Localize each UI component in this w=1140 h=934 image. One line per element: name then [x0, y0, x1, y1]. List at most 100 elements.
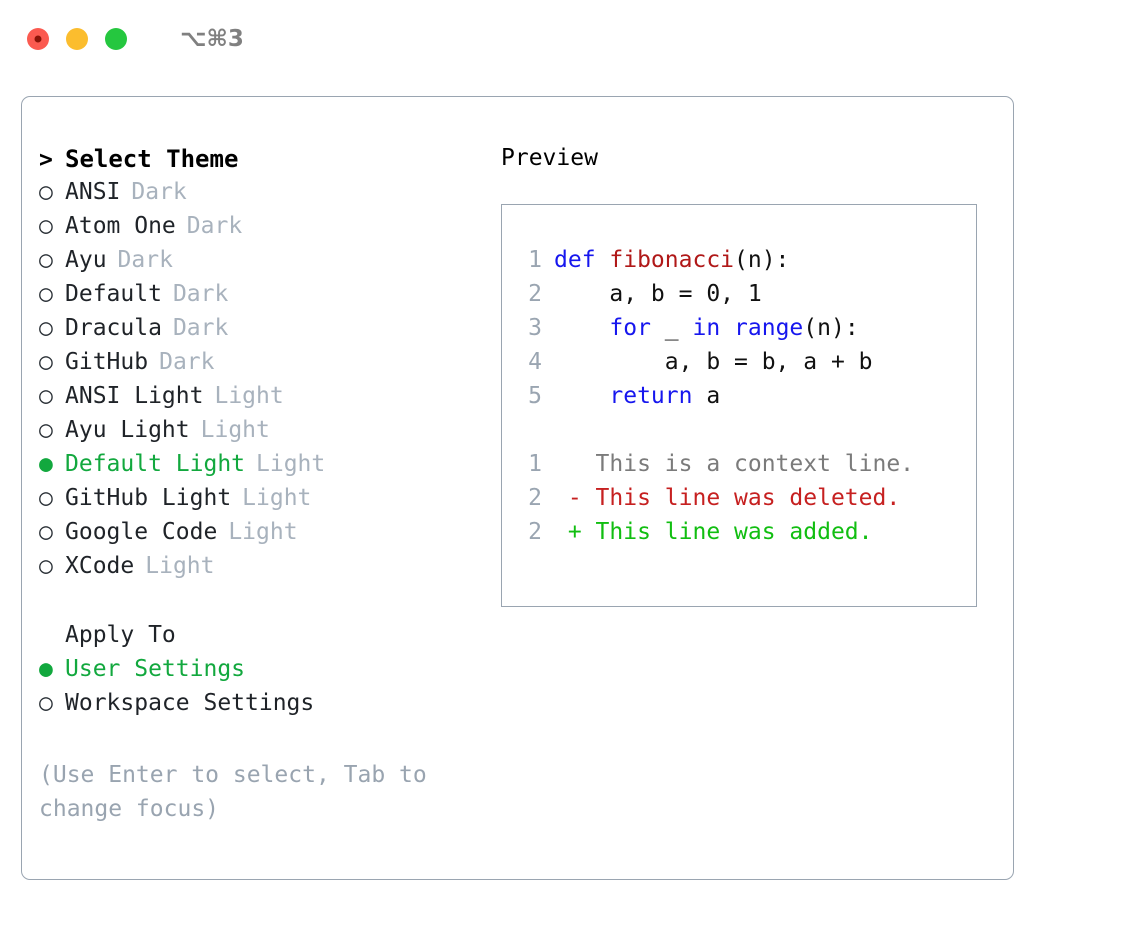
- code-token: - This line was deleted.: [554, 485, 901, 511]
- radio-unselected-icon: ○: [39, 690, 53, 716]
- diff-sample: 1 This is a context line.2 - This line w…: [502, 451, 976, 553]
- apply-to-item[interactable]: ○ Workspace Settings: [39, 690, 479, 724]
- preview-heading: Preview: [501, 145, 598, 171]
- radio-unselected-icon: ○: [39, 281, 53, 307]
- theme-name: ANSI Light: [65, 383, 204, 409]
- theme-category-tag: Dark: [131, 179, 187, 205]
- maximize-button[interactable]: [105, 28, 127, 50]
- code-token: [554, 315, 609, 341]
- apply-to-list: ● User Settings ○ Workspace Settings: [39, 656, 479, 724]
- line-number: 2: [528, 485, 542, 511]
- code-token: for: [609, 315, 651, 341]
- diff-line: 2 - This line was deleted.: [502, 485, 976, 519]
- theme-list-item[interactable]: ○ ANSI Dark: [39, 179, 479, 213]
- theme-category-tag: Light: [200, 417, 270, 443]
- code-token: def: [554, 247, 610, 273]
- apply-to-label: Apply To: [65, 622, 176, 648]
- theme-name: ANSI: [65, 179, 121, 205]
- traffic-lights: [27, 28, 127, 50]
- apply-to-item[interactable]: ● User Settings: [39, 656, 479, 690]
- theme-category-tag: Light: [214, 383, 284, 409]
- line-number: 2: [528, 281, 542, 307]
- select-theme-header: > Select Theme: [39, 145, 479, 179]
- code-token: return: [609, 383, 693, 409]
- code-token: [554, 383, 609, 409]
- code-line: 4 a, b = b, a + b: [502, 349, 976, 383]
- apply-to-name: Workspace Settings: [65, 690, 315, 716]
- list-spacer: [39, 587, 479, 622]
- theme-list-item[interactable]: ○ GitHub Light Light: [39, 485, 479, 519]
- line-number: 5: [528, 383, 542, 409]
- radio-unselected-icon: ○: [39, 417, 53, 443]
- code-token: This is a context line.: [554, 451, 915, 477]
- code-token: a, b = b, a + b: [554, 349, 873, 375]
- radio-unselected-icon: ○: [39, 383, 53, 409]
- theme-list-item[interactable]: ● Default Light Light: [39, 451, 479, 485]
- theme-name: Ayu Light: [65, 417, 190, 443]
- title-bar: ⌥⌘3: [0, 0, 1140, 78]
- code-token: in: [692, 315, 721, 341]
- code-token: _: [650, 315, 693, 341]
- line-number: 4: [528, 349, 542, 375]
- code-token: range: [734, 315, 804, 341]
- radio-unselected-icon: ○: [39, 213, 53, 239]
- code-token: a: [692, 383, 721, 409]
- radio-selected-icon: ●: [39, 451, 53, 477]
- code-token: (n):: [734, 247, 790, 273]
- line-number: 2: [528, 519, 542, 545]
- theme-name: Default: [65, 281, 162, 307]
- theme-category-tag: Light: [256, 451, 326, 477]
- keyboard-hint: (Use Enter to select, Tab to change focu…: [39, 762, 427, 822]
- radio-unselected-icon: ○: [39, 485, 53, 511]
- theme-name: Dracula: [65, 315, 162, 341]
- page-title: Select Theme: [65, 145, 239, 173]
- theme-category-tag: Light: [242, 485, 312, 511]
- line-number: 1: [528, 451, 542, 477]
- radio-unselected-icon: ○: [39, 179, 53, 205]
- close-button[interactable]: [27, 28, 49, 50]
- code-token: a, b = 0, 1: [554, 281, 762, 307]
- theme-category-tag: Light: [228, 519, 298, 545]
- theme-name: Ayu: [65, 247, 107, 273]
- theme-name: Default Light: [65, 451, 246, 477]
- radio-unselected-icon: ○: [39, 553, 53, 579]
- theme-category-tag: Light: [145, 553, 215, 579]
- theme-name: Google Code: [65, 519, 218, 545]
- theme-category-tag: Dark: [186, 213, 243, 239]
- theme-list-item[interactable]: ○ Ayu Light Light: [39, 417, 479, 451]
- diff-line: 1 This is a context line.: [502, 451, 976, 485]
- radio-unselected-icon: ○: [39, 247, 53, 273]
- radio-unselected-icon: ○: [39, 349, 53, 375]
- theme-name: XCode: [65, 553, 135, 579]
- code-token: [720, 315, 734, 341]
- apply-to-name: User Settings: [65, 656, 246, 682]
- radio-unselected-icon: ○: [39, 315, 53, 341]
- code-token: + This line was added.: [554, 519, 873, 545]
- code-diff-spacer: [502, 417, 976, 451]
- radio-selected-icon: ●: [39, 656, 53, 682]
- line-number: 3: [528, 315, 542, 341]
- diff-line: 2 + This line was added.: [502, 519, 976, 553]
- theme-name: GitHub Light: [65, 485, 232, 511]
- code-line: 3 for _ in range(n):: [502, 315, 976, 349]
- code-line: 2 a, b = 0, 1: [502, 281, 976, 315]
- theme-list-item[interactable]: ○ ANSI Light Light: [39, 383, 479, 417]
- theme-list-item[interactable]: ○ XCode Light: [39, 553, 479, 587]
- code-token: (n):: [803, 315, 859, 341]
- code-line: 5 return a: [502, 383, 976, 417]
- minimize-button[interactable]: [66, 28, 88, 50]
- theme-category-tag: Dark: [159, 349, 215, 375]
